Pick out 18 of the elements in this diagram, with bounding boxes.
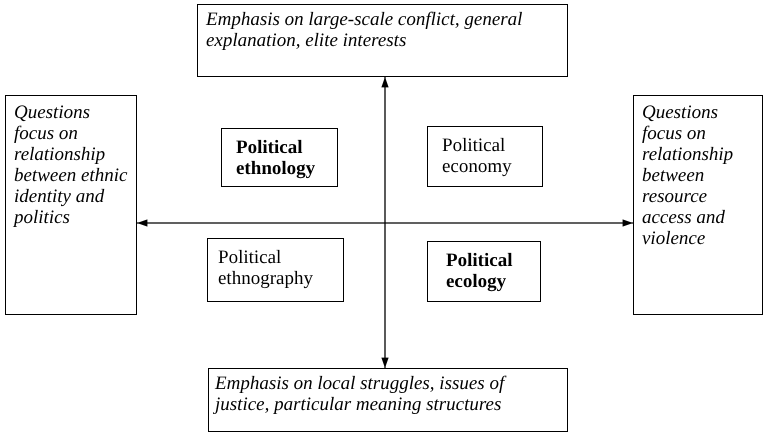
text-box — [427, 126, 543, 187]
quadrant-label: Political ethnography — [218, 247, 314, 289]
axis-description: Emphasis on local struggles, issues of justice, particular meaning structures — [215, 373, 508, 415]
double-headed-arrow — [137, 219, 633, 227]
quadrant-title: Political ethnology — [236, 137, 316, 179]
text-box — [633, 95, 763, 315]
text-box — [197, 4, 568, 77]
axis-description: Emphasis on large-scale conflict, general explanation, elite interests — [206, 9, 524, 51]
text-box — [5, 95, 137, 315]
axis-description: Questions focus on relationship between ethnic identity and politics — [14, 102, 128, 228]
text-box — [221, 128, 338, 187]
quadrant-title: Political ecology — [446, 250, 514, 292]
axis-description: Questions focus on relationship between resource access and violence — [642, 102, 734, 249]
text-box — [208, 368, 568, 432]
text-box — [207, 238, 344, 302]
double-headed-arrow — [381, 77, 389, 368]
text-box — [427, 241, 541, 302]
quadrant-label: Political economy — [442, 135, 513, 177]
